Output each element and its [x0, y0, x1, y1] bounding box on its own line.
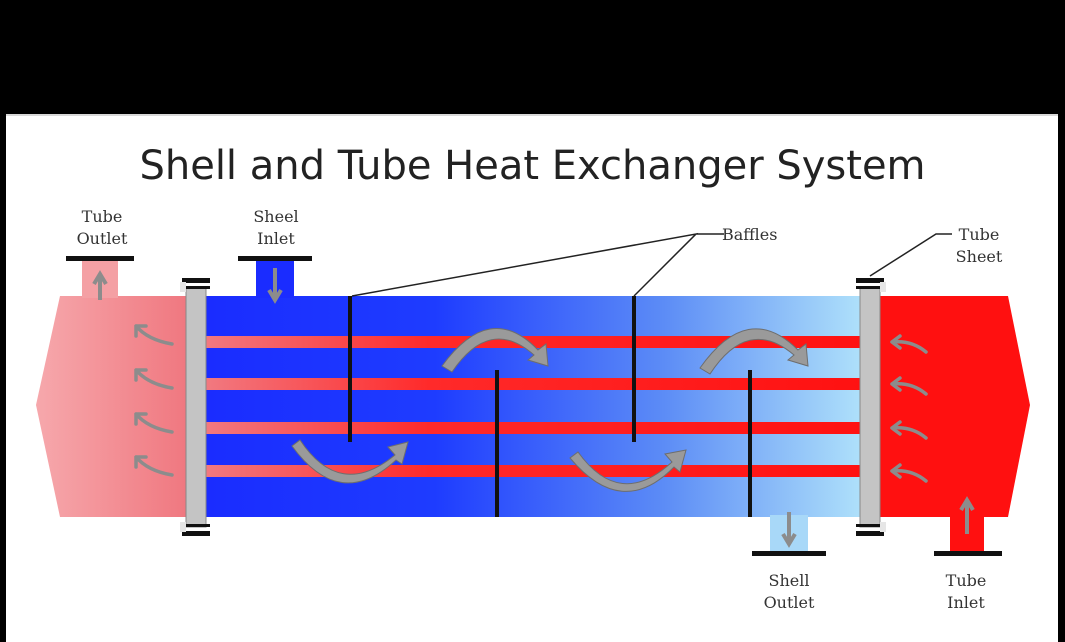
right-head-flow [890, 334, 928, 483]
tube-sheet-label: Tube Sheet [955, 225, 1003, 266]
shell-flow-arrow-icon [699, 328, 809, 375]
tube-inlet-flange [934, 551, 1002, 556]
shell-flow-arrow-icon [569, 449, 687, 492]
tube-2 [186, 378, 880, 390]
left-sheet-bolt-bottom [182, 524, 210, 527]
shell-outlet-flange [752, 551, 826, 556]
curved-arrow-icon [890, 463, 928, 483]
right-sheet-bolt-bottom [856, 524, 884, 527]
baffle-2 [495, 370, 499, 517]
tube-sheet-leader [869, 233, 952, 277]
left-tube-sheet [185, 286, 207, 528]
diagram-title: Shell and Tube Heat Exchanger System [139, 143, 926, 189]
right-sheet-bolt-top [856, 278, 884, 283]
curved-arrow-icon [134, 412, 174, 434]
shell-inlet-flange [238, 256, 312, 261]
tube-1 [186, 336, 880, 348]
tube-inlet-arrow-icon [959, 496, 975, 534]
right-head [880, 296, 1030, 517]
left-sheet-bolt-top2 [182, 286, 210, 289]
shell-outlet-arrow-icon [781, 512, 797, 548]
shell-inlet-arrow-icon [267, 268, 283, 304]
tube-outlet-arrow-icon [92, 270, 108, 300]
curved-arrow-icon [890, 376, 928, 396]
right-sheet-bolt-top2 [856, 286, 884, 289]
tube-4 [186, 465, 880, 477]
baffle-4 [748, 370, 752, 517]
tube-outlet-label: Tube Outlet [76, 207, 128, 248]
baffle-1 [348, 296, 352, 442]
left-head [36, 296, 186, 517]
shell-flow-arrow-icon [441, 327, 549, 373]
curved-arrow-icon [134, 368, 174, 390]
curved-arrow-icon [134, 455, 174, 477]
baffle-3 [632, 296, 636, 442]
baffles-label: Baffles [722, 225, 778, 244]
left-head-flow [134, 324, 174, 477]
curved-arrow-icon [890, 420, 928, 440]
shell-outlet-label: Shell Outlet [763, 571, 815, 612]
curved-arrow-icon [134, 324, 174, 346]
baffles-leader [351, 232, 724, 297]
tube-3 [186, 422, 880, 434]
shell-inlet-label: Sheel Inlet [253, 207, 299, 248]
right-sheet-bolt-bottom2 [856, 531, 884, 536]
curved-arrow-icon [890, 334, 928, 354]
shell-flow-arrow-icon [291, 439, 409, 484]
tube-outlet-flange [66, 256, 134, 261]
tube-inlet-label: Tube Inlet [945, 571, 987, 612]
left-sheet-bolt-bottom2 [182, 531, 210, 536]
shell-flow-arrows [291, 327, 809, 492]
right-tube-sheet [859, 286, 881, 528]
left-sheet-bolt-top [182, 278, 210, 283]
